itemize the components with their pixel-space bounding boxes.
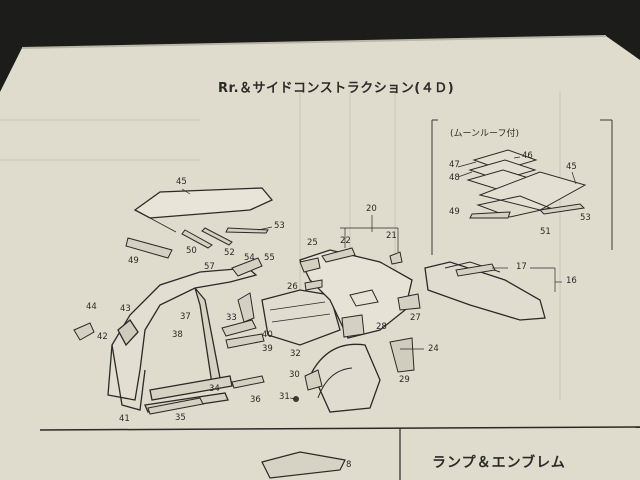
moonroof-label: (ムーンルーフ付) — [450, 129, 520, 139]
callout-54: 54 — [244, 253, 255, 263]
callout-52: 52 — [224, 248, 235, 258]
callout-53: 53 — [274, 221, 285, 231]
section-divider — [39, 426, 640, 431]
callout-36: 36 — [250, 395, 261, 405]
roof-rail-52 — [201, 227, 233, 246]
paper-edge — [21, 35, 607, 49]
rocker-36 — [231, 375, 265, 389]
callout-21: 21 — [386, 231, 397, 241]
wheelhouse-30 — [304, 369, 323, 391]
panel-22 — [321, 247, 356, 263]
part-8-drawing — [261, 451, 346, 479]
callout-49: 49 — [128, 256, 139, 266]
roof-rail-49 — [125, 237, 173, 259]
panel-54 — [231, 257, 263, 277]
pillar-33 — [237, 292, 255, 323]
callout-22: 22 — [340, 236, 351, 246]
callout-33: 33 — [226, 313, 237, 323]
leader-lines — [181, 156, 577, 400]
next-section-title: ランプ＆エンブレム — [432, 455, 566, 471]
callout-41: 41 — [119, 414, 130, 424]
callout-45: 45 — [176, 177, 187, 187]
callout-26: 26 — [287, 282, 298, 292]
callout-29: 29 — [399, 375, 410, 385]
callout-57: 57 — [204, 262, 215, 272]
part-28 — [341, 314, 365, 338]
callout-inset-46: 46 — [522, 151, 533, 161]
callout-34: 34 — [209, 384, 220, 394]
callout-42: 42 — [97, 332, 108, 342]
callout-inset-47: 47 — [449, 160, 460, 170]
page-title: Rr.＆サイドコンストラクション(４Ｄ) — [218, 81, 455, 96]
callout-27: 27 — [410, 313, 421, 323]
mudguard-24 — [389, 337, 415, 373]
bracket-44 — [73, 322, 95, 341]
callout-37: 37 — [180, 312, 191, 322]
callout-55: 55 — [264, 253, 275, 263]
callout-8: 8 — [346, 460, 352, 470]
pillar-39 — [225, 333, 265, 349]
callout-43: 43 — [120, 304, 131, 314]
callout-32: 32 — [290, 349, 301, 359]
callout-50: 50 — [186, 246, 197, 256]
callout-35: 35 — [175, 413, 186, 423]
callout-inset-48: 48 — [449, 173, 460, 183]
callout-38: 38 — [172, 330, 183, 340]
callout-39: 39 — [262, 344, 273, 354]
callout-20: 20 — [366, 204, 377, 214]
callout-16: 16 — [566, 276, 577, 286]
inset-frame — [431, 119, 613, 255]
roof-rail-50 — [181, 229, 213, 249]
part-27 — [397, 293, 421, 311]
part-25 — [299, 257, 321, 273]
part-21 — [389, 251, 403, 265]
callout-24: 24 — [428, 344, 439, 354]
callout-30: 30 — [289, 370, 300, 380]
callout-25: 25 — [307, 238, 318, 248]
pillar-38 — [221, 319, 257, 337]
callout-inset-53: 53 — [580, 213, 591, 223]
callout-inset-45: 45 — [566, 162, 577, 172]
callout-28: 28 — [376, 322, 387, 332]
rear-floor-32 — [261, 289, 341, 346]
roof-rail-53 — [225, 227, 269, 234]
wheelhouse-29 — [311, 343, 381, 413]
callout-17: 17 — [516, 262, 527, 272]
moonroof-assembly — [466, 149, 587, 219]
callout-44: 44 — [86, 302, 97, 312]
callout-31: 31 — [279, 392, 290, 402]
part-26 — [304, 279, 323, 291]
callout-inset-51: 51 — [540, 227, 551, 237]
part-17 — [455, 263, 496, 277]
callout-inset-49: 49 — [449, 207, 460, 217]
callout-40: 40 — [262, 330, 273, 340]
rocker-35 — [147, 397, 204, 415]
